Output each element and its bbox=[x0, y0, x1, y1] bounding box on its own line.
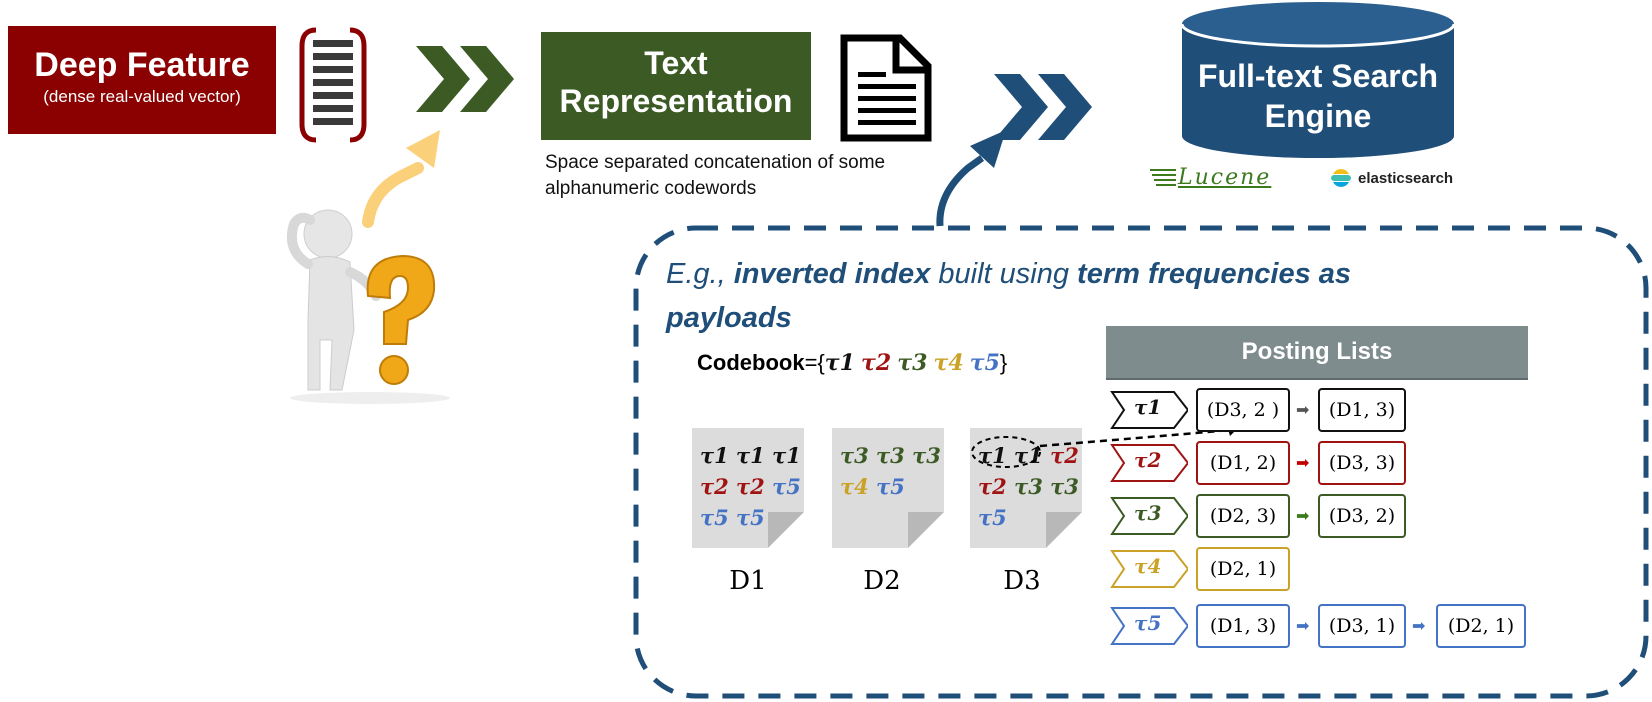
codebook-term-1: τ1 bbox=[824, 350, 855, 376]
posting-arrow-icon: ➡ bbox=[1296, 455, 1310, 472]
lucene-logo-text: Lucene bbox=[1178, 164, 1272, 190]
posting-cell: (D3, 1) bbox=[1318, 604, 1406, 648]
d1-line1: τ1 τ1 τ1 bbox=[700, 443, 801, 468]
term-label-5: τ5 bbox=[1134, 611, 1162, 635]
posting-arrow-icon: ➡ bbox=[1296, 618, 1310, 635]
posting-cell: (D1, 3) bbox=[1196, 604, 1290, 648]
codebook-term-2: τ2 bbox=[861, 350, 892, 376]
text-representation-title-line1: Text bbox=[644, 45, 708, 81]
document-d2-text: τ3 τ3 τ3 τ4 τ5 bbox=[840, 440, 941, 502]
curved-arrow-blue-icon bbox=[936, 130, 1006, 227]
document-d2-label: D2 bbox=[863, 566, 901, 596]
posting-lists-title: Posting Lists bbox=[1241, 338, 1393, 365]
d3-line2b: τ3 τ3 bbox=[1014, 474, 1079, 499]
example-prefix: E.g., bbox=[666, 258, 734, 290]
document-icon bbox=[840, 34, 932, 142]
example-bold1: inverted index bbox=[733, 258, 931, 290]
posting-cell: (D3, 3) bbox=[1318, 441, 1406, 485]
page-fold-icon bbox=[1046, 512, 1082, 548]
example-bold2: term frequencies as bbox=[1077, 258, 1352, 290]
search-engine-title-line1: Full-text Search bbox=[1197, 58, 1439, 94]
term-label-2: τ2 bbox=[1134, 448, 1162, 472]
document-d1-text: τ1 τ1 τ1 τ2 τ2 τ5 τ5 τ5 bbox=[700, 440, 801, 533]
term-label-3: τ3 bbox=[1134, 501, 1162, 525]
posting-cell: (D3, 2) bbox=[1318, 494, 1406, 538]
caption-line2: alphanumeric codewords bbox=[545, 178, 757, 199]
example-dashed-frame bbox=[633, 225, 1649, 699]
deep-feature-subtitle: (dense real-valued vector) bbox=[43, 87, 241, 106]
d2-line2a: τ4 bbox=[840, 474, 877, 499]
elasticsearch-icon bbox=[1331, 169, 1351, 187]
document-d2: τ3 τ3 τ3 τ4 τ5 bbox=[832, 428, 944, 548]
d2-line2b: τ5 bbox=[876, 474, 905, 499]
d3-line1a: τ1 τ1 bbox=[978, 443, 1051, 468]
vector-icon bbox=[299, 27, 367, 143]
d1-line2b: τ5 bbox=[772, 474, 801, 499]
deep-feature-title: Deep Feature bbox=[34, 46, 250, 84]
codebook: Codebook={τ1 τ2 τ3 τ4 τ5} bbox=[697, 350, 1007, 376]
search-engine-cylinder bbox=[1180, 2, 1456, 158]
codebook-term-4: τ4 bbox=[933, 350, 964, 376]
term-tag-3 bbox=[1110, 497, 1188, 535]
posting-cell: (D3, 2 ) bbox=[1196, 388, 1290, 432]
posting-cell: (D2, 1) bbox=[1196, 547, 1290, 591]
posting-lists-header: Posting Lists bbox=[1106, 326, 1528, 380]
posting-cell: (D1, 3) bbox=[1318, 388, 1406, 432]
example-mid: built using bbox=[930, 258, 1078, 290]
d2-line1: τ3 τ3 τ3 bbox=[840, 443, 941, 468]
thinking-person-icon bbox=[286, 209, 450, 404]
text-representation-title-line2: Representation bbox=[559, 83, 793, 119]
curved-arrow-icon bbox=[362, 130, 440, 228]
search-engine-title-line2: Engine bbox=[1264, 98, 1372, 134]
term-tag-5 bbox=[1110, 607, 1188, 645]
codebook-equals: ={ bbox=[804, 350, 825, 375]
d3-line2a: τ2 bbox=[978, 474, 1015, 499]
codebook-close: } bbox=[999, 350, 1008, 375]
text-representation-box: Text Representation bbox=[541, 32, 811, 140]
posting-cell: (D1, 2) bbox=[1196, 441, 1290, 485]
search-engine-title: Full-text Search Engine bbox=[1180, 56, 1456, 136]
posting-arrow-icon: ➡ bbox=[1412, 618, 1426, 635]
double-chevron-icon bbox=[416, 46, 514, 112]
d1-line3: τ5 τ5 bbox=[700, 505, 765, 530]
term-label-4: τ4 bbox=[1134, 554, 1162, 578]
page-fold-icon bbox=[768, 512, 804, 548]
posting-cell: (D2, 1) bbox=[1436, 604, 1526, 648]
codebook-label: Codebook bbox=[697, 350, 805, 375]
posting-arrow-icon: ➡ bbox=[1296, 508, 1310, 525]
codebook-term-5: τ5 bbox=[969, 350, 1000, 376]
example-bold3: payloads bbox=[666, 302, 792, 334]
deep-feature-box: Deep Feature (dense real-valued vector) bbox=[8, 26, 276, 134]
elasticsearch-logo: elasticsearch bbox=[1330, 166, 1453, 190]
term-tag-1 bbox=[1110, 391, 1188, 429]
document-d3-label: D3 bbox=[1003, 566, 1041, 596]
codebook-term-3: τ3 bbox=[897, 350, 928, 376]
term-label-1: τ1 bbox=[1134, 395, 1162, 419]
term-tag-2 bbox=[1110, 444, 1188, 482]
document-d1: τ1 τ1 τ1 τ2 τ2 τ5 τ5 τ5 bbox=[692, 428, 804, 548]
document-d3: τ1 τ1 τ2 τ2 τ3 τ3 τ5 bbox=[970, 428, 1082, 548]
posting-cell: (D2, 3) bbox=[1196, 494, 1290, 538]
lucene-stripes-icon bbox=[1150, 169, 1176, 186]
document-d3-text: τ1 τ1 τ2 τ2 τ3 τ3 τ5 bbox=[978, 440, 1079, 533]
d3-line3: τ5 bbox=[978, 505, 1007, 530]
d1-line2a: τ2 τ2 bbox=[700, 474, 773, 499]
document-d1-label: D1 bbox=[729, 566, 767, 596]
caption-line1: Space separated concatenation of some bbox=[545, 152, 886, 173]
page-fold-icon bbox=[908, 512, 944, 548]
double-chevron-blue-icon bbox=[994, 74, 1092, 140]
text-representation-caption: Space separated concatenation of some al… bbox=[545, 150, 885, 202]
elasticsearch-logo-text: elasticsearch bbox=[1358, 169, 1454, 187]
example-heading: E.g., inverted index built using term fr… bbox=[666, 252, 1426, 340]
posting-arrow-icon: ➡ bbox=[1296, 402, 1310, 419]
lucene-logo: Lucene bbox=[1150, 164, 1271, 190]
d3-line1b: τ2 bbox=[1050, 443, 1079, 468]
term-tag-4 bbox=[1110, 550, 1188, 588]
